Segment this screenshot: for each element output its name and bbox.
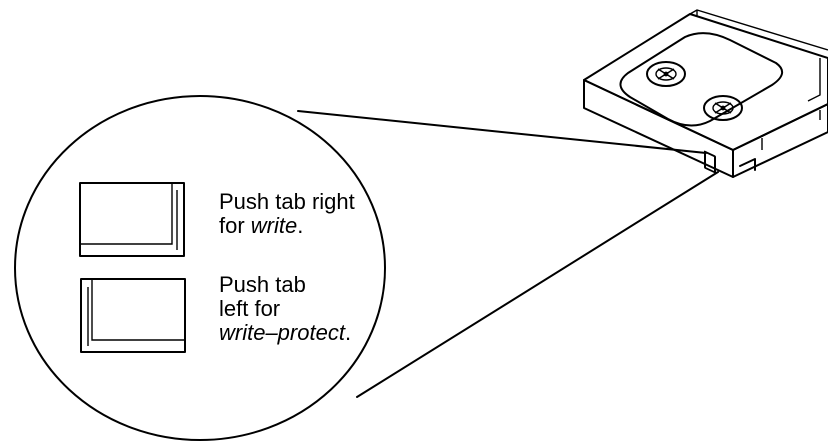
write-protect-tab-icon [80, 278, 186, 353]
write-enable-line1: Push tab right [219, 189, 355, 214]
write-enable-line2: for write. [219, 214, 355, 238]
tape-cartridge-icon [583, 9, 828, 178]
callout-line-bottom [356, 171, 719, 398]
write-enable-prefix: for [219, 213, 251, 238]
write-enable-suffix: . [297, 213, 304, 238]
write-protect-line3: write–protect. [219, 321, 351, 345]
write-protect-line1: Push tab [219, 272, 306, 297]
callout-group [14, 95, 719, 441]
magnifier-ellipse [14, 95, 386, 441]
write-protect-suffix: . [344, 320, 352, 345]
callout-line-top [297, 110, 707, 154]
write-protect-line2: left for [219, 296, 281, 321]
write-enable-emphasis: write [250, 213, 298, 238]
write-protect-label: Push tab left for write–protect. [219, 273, 351, 345]
write-enable-label: Push tab right for write. [219, 190, 355, 238]
write-protect-emphasis: write–protect [219, 320, 345, 345]
write-enable-tab-icon [79, 182, 185, 257]
